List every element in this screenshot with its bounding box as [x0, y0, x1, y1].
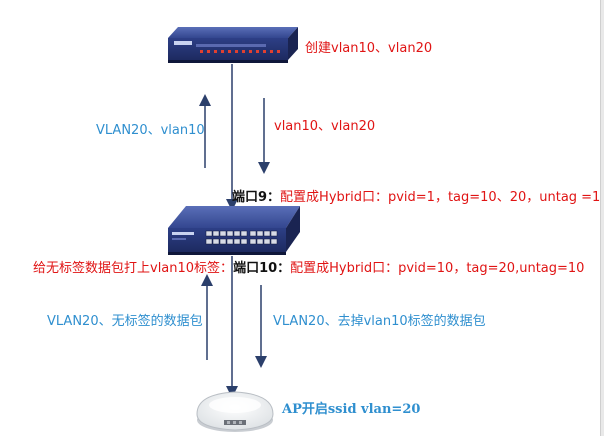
port9-config-line: 端口9：配置成Hybrid口：pvid=1，tag=10、20，untag =1 [232, 190, 600, 206]
downlink-up-label: VLAN20、无标签的数据包 [47, 314, 203, 329]
router-label: 创建vlan10、vlan20 [305, 41, 433, 56]
tag-note: 给无标签数据包打上vlan10标签： [33, 261, 234, 276]
uplink-up-label: VLAN20、vlan10 [96, 123, 205, 138]
uplink-down-label: vlan10、vlan20 [274, 119, 376, 134]
port10-config-line: 给无标签数据包打上vlan10标签：端口10：配置成Hybrid口：pvid=1… [33, 261, 584, 277]
downlink-down-label: VLAN20、去掉vlan10标签的数据包 [273, 314, 486, 329]
router-icon [168, 27, 298, 63]
switch-icon [168, 206, 300, 255]
window-edge [600, 0, 604, 436]
port9-prefix: 端口9： [232, 190, 281, 205]
port10-prefix: 端口10： [233, 261, 291, 276]
access-point-icon [196, 391, 274, 432]
ap-label: AP开启ssid vlan=20 [282, 402, 421, 417]
port10-config: 配置成Hybrid口：pvid=10，tag=20,untag=10 [290, 261, 585, 276]
port9-config: 配置成Hybrid口：pvid=1，tag=10、20，untag =1 [280, 190, 601, 205]
